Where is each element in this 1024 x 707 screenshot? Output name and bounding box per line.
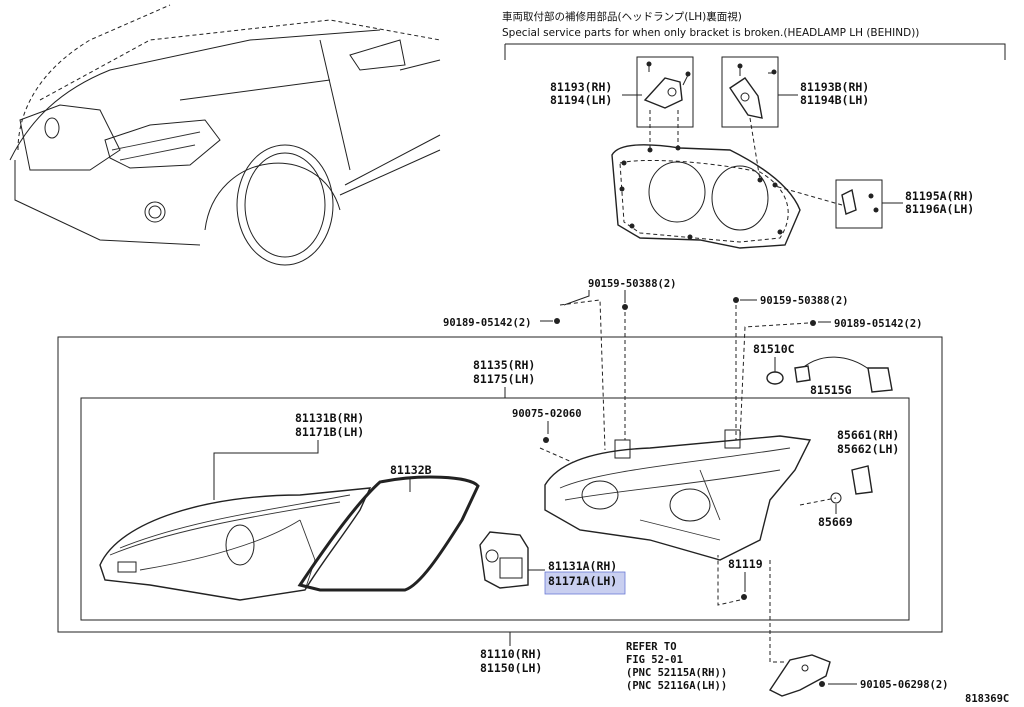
bracket-inset xyxy=(611,56,883,249)
label-85662: 85662(LH) xyxy=(837,442,899,456)
label-81171a[interactable]: 81171A(LH) xyxy=(548,574,617,588)
label-81193: 81193(RH) xyxy=(550,80,612,94)
label-81193b: 81193B(RH) xyxy=(800,80,869,94)
label-81194b: 81194B(LH) xyxy=(800,93,869,107)
label-90159-left: 90159-50388(2) xyxy=(588,278,677,290)
refer-line-2: FIG 52-01 xyxy=(626,654,683,666)
wire-harness xyxy=(766,356,893,393)
label-90189-right: 90189-05142(2) xyxy=(834,318,923,330)
bracket-lower xyxy=(768,654,831,697)
figure-id: 818369C xyxy=(965,693,1009,705)
highlight-81171a[interactable] xyxy=(544,571,626,595)
label-81132b: 81132B xyxy=(390,463,432,477)
label-81131a: 81131A(RH) xyxy=(548,559,617,573)
label-85661: 85661(RH) xyxy=(837,428,899,442)
module-81131a xyxy=(479,531,529,589)
refer-line-4: (PNC 52116A(LH)) xyxy=(626,680,727,692)
label-81196a: 81196A(LH) xyxy=(905,202,974,216)
assembly-inner-box xyxy=(80,397,910,621)
label-81110: 81110(RH) xyxy=(480,647,542,661)
label-81195a: 81195A(RH) xyxy=(905,189,974,203)
label-81150: 81150(LH) xyxy=(480,661,542,675)
label-85669: 85669 xyxy=(818,515,853,529)
label-81171b: 81171B(LH) xyxy=(295,425,364,439)
label-90075: 90075-02060 xyxy=(512,408,582,420)
label-81135: 81135(RH) xyxy=(473,358,535,372)
headlamp-housing xyxy=(544,429,812,561)
gasket-81132b xyxy=(297,475,480,592)
label-81131b: 81131B(RH) xyxy=(295,411,364,425)
adjuster-85661 xyxy=(851,465,873,495)
label-90159-right: 90159-50388(2) xyxy=(760,295,849,307)
header-title-en: Special service parts for when only brac… xyxy=(502,27,919,39)
headlamp-lens xyxy=(99,487,372,601)
refer-line-3: (PNC 52115A(RH)) xyxy=(626,667,727,679)
label-81119: 81119 xyxy=(728,557,763,571)
label-81194: 81194(LH) xyxy=(550,93,612,107)
label-81515g: 81515G xyxy=(810,383,852,397)
vehicle-sketch xyxy=(9,4,441,266)
refer-line-1: REFER TO xyxy=(626,641,677,653)
label-81510c: 81510C xyxy=(753,342,795,356)
header-title-jp: 車両取付部の補修用部品(ヘッドランプ(LH)裏面視) xyxy=(502,10,742,23)
label-90189-left: 90189-05142(2) xyxy=(443,317,532,329)
assembly-outer-box xyxy=(57,336,943,633)
label-90105: 90105-06298(2) xyxy=(860,679,949,691)
label-81175: 81175(LH) xyxy=(473,372,535,386)
o-ring-85669 xyxy=(830,492,842,504)
